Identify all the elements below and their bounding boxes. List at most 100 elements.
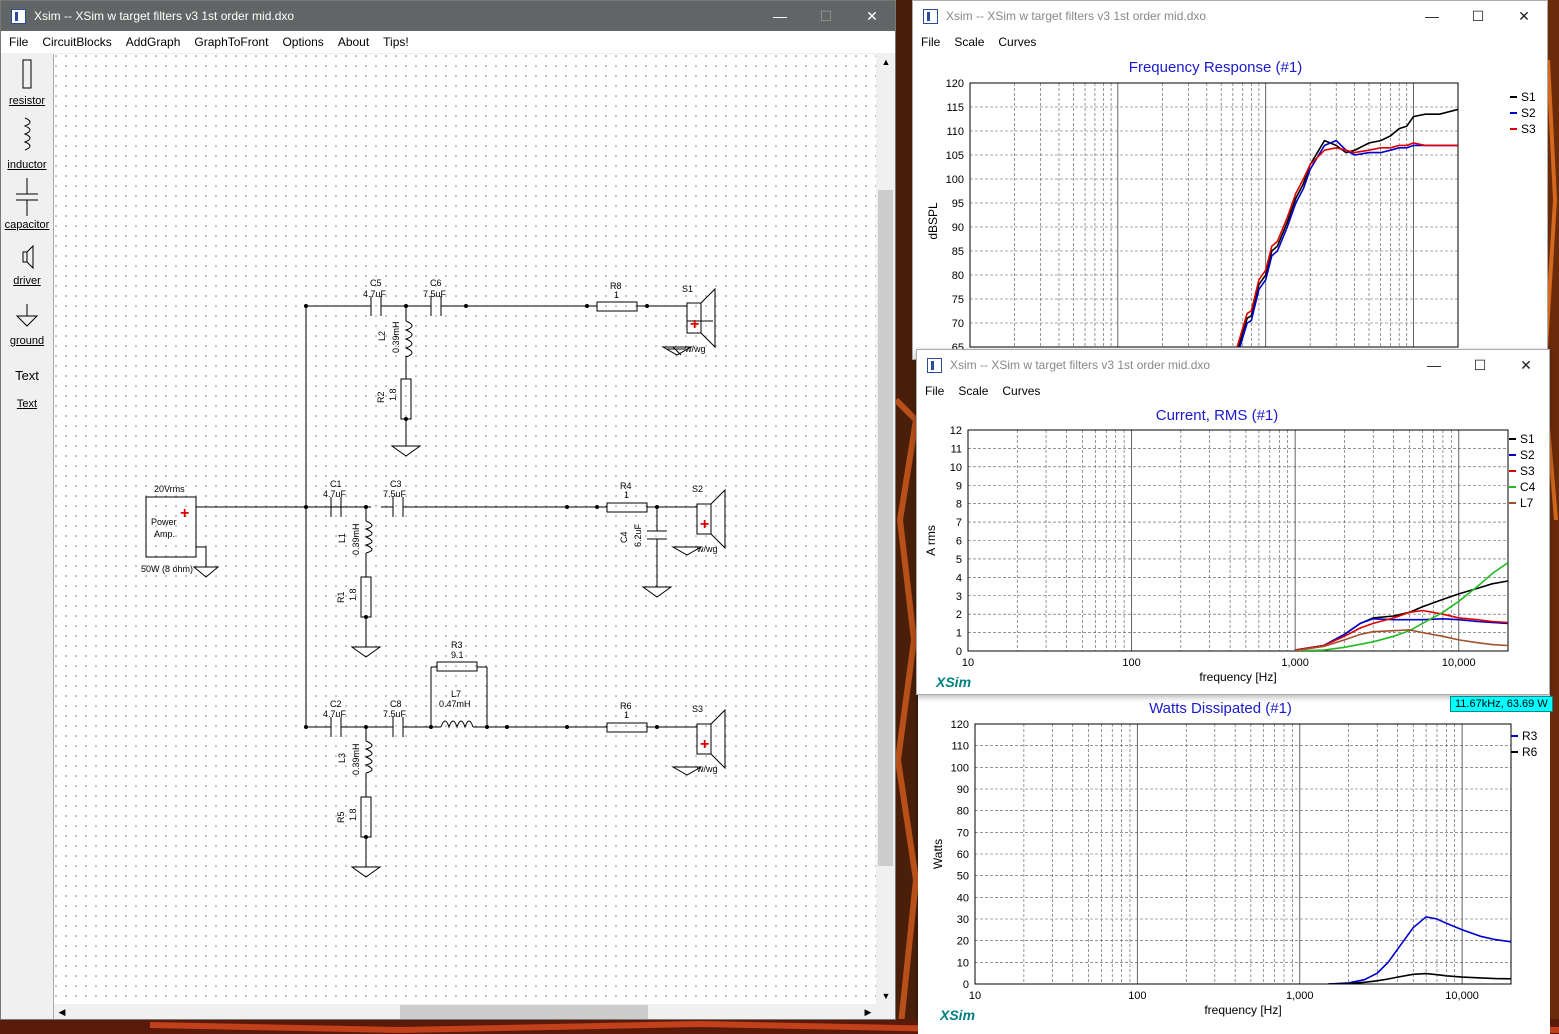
scroll-right-icon[interactable]: ▶	[864, 1007, 872, 1017]
vertical-scroll-thumb[interactable]	[878, 190, 893, 866]
l1-value: 0.39mH	[351, 523, 361, 555]
x-tick-label: 10,000	[1442, 657, 1476, 669]
y-tick-label: 4	[956, 572, 962, 584]
c5-value: 4.7uF	[363, 289, 387, 299]
tool-ground[interactable]: ground	[1, 302, 53, 347]
x-axis-label: frequency [Hz]	[1204, 1003, 1281, 1017]
maximize-icon[interactable]: ☐	[1471, 8, 1485, 24]
s3-wg: w/wg	[696, 764, 718, 774]
tool-capacitor[interactable]: capacitor	[1, 178, 53, 231]
menu-circuitblocks[interactable]: CircuitBlocks	[42, 35, 112, 49]
menu-file[interactable]: File	[925, 384, 945, 398]
y-axis-label: Watts	[931, 839, 945, 869]
source-plus-icon: +	[180, 505, 189, 522]
menu-curves[interactable]: Curves	[1002, 384, 1041, 398]
r5-value: 1.8	[348, 808, 358, 821]
horizontal-scroll-thumb[interactable]	[400, 1005, 648, 1019]
y-tick-label: 8	[956, 499, 962, 511]
vertical-scrollbar[interactable]: ▲ ▼	[877, 54, 895, 1004]
legend-label-s2: S2	[1521, 106, 1536, 120]
tool-resistor[interactable]: resistor	[1, 58, 53, 107]
menu-tips[interactable]: Tips!	[383, 35, 409, 49]
legend-swatch-r6	[1511, 751, 1518, 753]
current-window: Xsim -- XSim w target filters v3 1st ord…	[916, 349, 1550, 695]
plot-border	[967, 429, 1509, 652]
s2-plus-icon: +	[700, 516, 709, 533]
maximize-icon[interactable]: ☐	[819, 8, 833, 24]
r5-name: R5	[336, 811, 346, 823]
y-tick-label: 80	[952, 270, 964, 282]
schematic-canvas[interactable]: + + + + 20Vrms Power Amp. 50W (8 ohm) C5…	[54, 54, 876, 1004]
menu-about[interactable]: About	[337, 35, 370, 49]
scroll-up-icon[interactable]: ▲	[881, 57, 891, 67]
l2-value: 0.39mH	[391, 321, 401, 353]
menu-options[interactable]: Options	[282, 35, 324, 49]
minimize-icon[interactable]: —	[1425, 8, 1439, 24]
scroll-down-icon[interactable]: ▼	[881, 991, 891, 1001]
legend-label-s2: S2	[1520, 448, 1535, 462]
tool-text-2[interactable]: Text	[1, 398, 53, 410]
tool-ground-label: ground	[9, 335, 45, 347]
y-tick-label: 110	[946, 126, 964, 138]
maximize-icon[interactable]: ☐	[1473, 357, 1487, 373]
freq-legend: S1 S2 S3	[1510, 89, 1536, 137]
y-tick-label: 100	[946, 174, 964, 186]
y-tick-label: 90	[957, 784, 969, 796]
y-tick-label: 50	[957, 871, 969, 883]
menu-addgraph[interactable]: AddGraph	[125, 35, 181, 49]
menu-scale[interactable]: Scale	[954, 35, 985, 49]
menu-scale[interactable]: Scale	[958, 384, 989, 398]
menu-file[interactable]: File	[921, 35, 941, 49]
r4-name: R4	[620, 481, 632, 491]
close-icon[interactable]: ✕	[1520, 357, 1532, 373]
legend-swatch-s1	[1510, 96, 1517, 98]
legend-swatch-s3	[1510, 128, 1517, 130]
series-line-r6	[1328, 972, 1511, 984]
c2-value: 4.7uF	[323, 709, 347, 719]
series-line-c4	[1295, 561, 1508, 651]
freq-titlebar[interactable]: Xsim -- XSim w target filters v3 1st ord…	[913, 1, 1547, 31]
main-titlebar[interactable]: Xsim -- XSim w target filters v3 1st ord…	[1, 1, 895, 31]
menu-file[interactable]: File	[9, 35, 29, 49]
series-line-s3	[1236, 142, 1458, 347]
s2-wg: w/wg	[696, 544, 718, 554]
y-tick-label: 90	[952, 222, 964, 234]
main-window: Xsim -- XSim w target filters v3 1st ord…	[0, 0, 896, 1020]
r1-value: 1.8	[348, 588, 358, 601]
chart-title: Watts Dissipated (#1)	[1149, 700, 1292, 717]
close-icon[interactable]: ✕	[1518, 8, 1530, 24]
menu-graphtofront[interactable]: GraphToFront	[194, 35, 269, 49]
chart-title: Current, RMS (#1)	[1155, 407, 1279, 424]
tool-driver[interactable]: driver	[1, 242, 53, 287]
tool-text[interactable]: Text	[1, 368, 53, 383]
y-tick-label: 5	[956, 554, 962, 566]
legend-swatch-s2	[1510, 112, 1517, 114]
r2-name: R2	[376, 391, 386, 403]
menu-curves[interactable]: Curves	[998, 35, 1037, 49]
tool-inductor[interactable]: inductor	[1, 116, 53, 171]
minimize-icon[interactable]: —	[1427, 357, 1441, 373]
c6-value: 7.5uF	[423, 289, 447, 299]
y-tick-label: 10	[957, 957, 969, 969]
cursor-readout: 11.67kHz, 63.69 W	[1450, 696, 1553, 712]
c1-name: C1	[330, 479, 342, 489]
s3-name: S3	[692, 704, 703, 714]
y-tick-label: 110	[951, 741, 969, 753]
l1-name: L1	[337, 533, 347, 543]
close-icon[interactable]: ✕	[866, 8, 878, 24]
horizontal-scrollbar[interactable]: ◀ ▶	[54, 1004, 876, 1019]
legend-label-r3: R3	[1522, 729, 1538, 743]
resistor-icon	[22, 59, 32, 89]
r1-name: R1	[336, 591, 346, 603]
current-titlebar[interactable]: Xsim -- XSim w target filters v3 1st ord…	[917, 350, 1549, 380]
scroll-left-icon[interactable]: ◀	[58, 1007, 66, 1017]
legend-swatch-c4	[1509, 486, 1516, 488]
minimize-icon[interactable]: —	[773, 8, 787, 24]
s3-plus-icon: +	[700, 736, 709, 753]
tool-driver-label: driver	[13, 275, 41, 287]
